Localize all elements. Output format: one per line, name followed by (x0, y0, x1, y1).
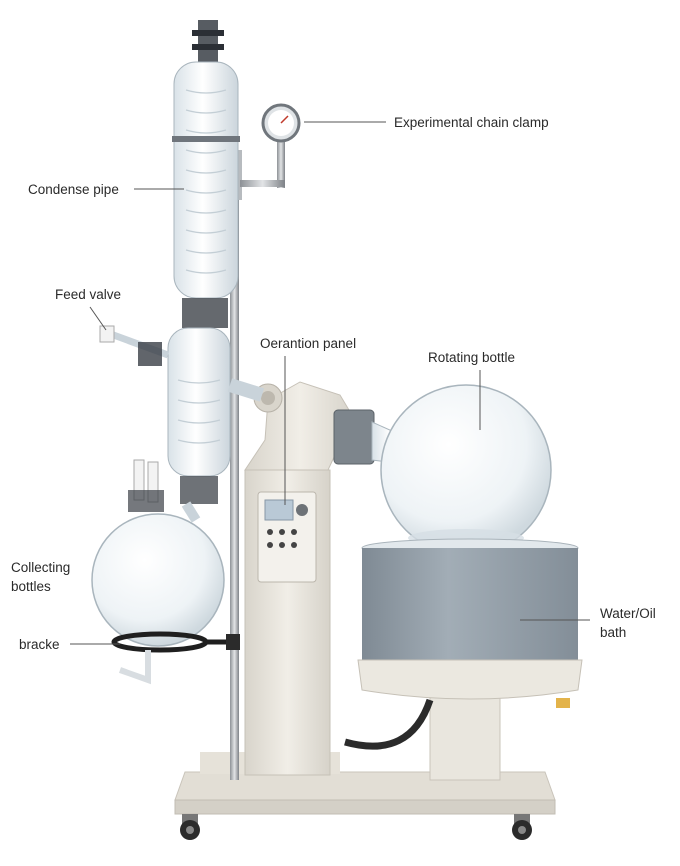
bracket-drawing (111, 631, 240, 685)
water-oil-bath-drawing (344, 538, 583, 781)
leader-feed-valve (89, 306, 107, 331)
leader-lines (70, 121, 590, 645)
caster-wheels (180, 814, 532, 840)
pressure-gauge (240, 103, 301, 188)
support-rod (230, 150, 239, 780)
label-bath-line1: Water/Oil (600, 606, 656, 621)
label-condense-pipe: Condense pipe (28, 182, 119, 197)
label-chain-clamp: Experimental chain clamp (394, 115, 549, 130)
rotating-bottle-drawing (333, 384, 552, 556)
label-feed-valve: Feed valve (55, 287, 122, 302)
operation-panel (257, 491, 317, 583)
label-water-oil-bath: Water/Oil bath (600, 604, 680, 642)
receiver-glass (99, 325, 265, 504)
label-bath-line2: bath (600, 625, 627, 640)
label-rotating-bottle: Rotating bottle (428, 350, 516, 365)
label-bracket: bracke (19, 637, 60, 652)
label-operation-panel: Oerantion panel (260, 336, 357, 351)
condense-pipe-drawing (172, 20, 240, 328)
collecting-bottle-drawing (91, 459, 225, 647)
label-collecting-bottles: Collecting bottles (11, 558, 101, 596)
label-collecting-line2: bottles (11, 579, 51, 594)
label-collecting-line1: Collecting (11, 560, 71, 575)
